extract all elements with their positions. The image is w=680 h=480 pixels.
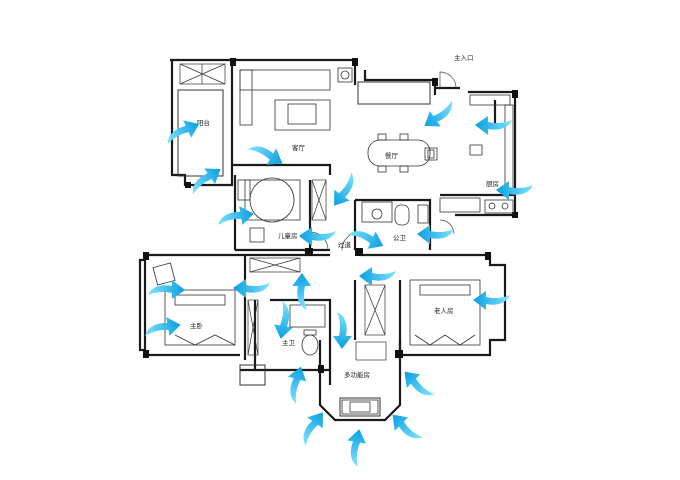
airflow-arrow-icon [271,300,297,341]
airflow-arrow-icon [326,170,364,212]
airflow-arrow-icon [343,427,369,468]
airflow-arrow-icon [292,273,311,310]
furniture [152,63,514,415]
airflow-arrow-icon [293,406,331,448]
room-labels: 主入口 阳台 客厅 餐厅 厨房 儿童房 过道 公卫 主卧 主卫 老人房 多功能房 [190,53,499,379]
airflow-arrow-icon [333,312,352,349]
pillars [143,58,518,373]
label-kids-room: 儿童房 [278,231,298,240]
label-entrance: 主入口 [454,53,474,62]
airflow-arrow-icon [419,97,461,135]
label-master-bath: 主卫 [282,338,296,347]
label-balcony: 阳台 [197,118,210,127]
label-master-bedroom: 主卧 [190,321,204,330]
label-public-bath: 公卫 [393,234,407,242]
airflow-arrow-icon [233,279,270,298]
airflow-arrow-icon [345,221,388,255]
airflow-arrows [142,97,533,468]
label-corridor: 过道 [338,240,352,249]
airflow-arrow-icon [359,267,396,286]
label-multi-room: 多功能房 [344,370,370,379]
airflow-arrow-icon [417,225,454,244]
walls [138,58,517,422]
label-kitchen: 厨房 [486,179,499,188]
label-living: 客厅 [292,143,306,152]
airflow-arrow-icon [299,227,336,246]
airflow-arrow-icon [397,365,438,405]
airflow-arrow-icon [142,314,183,340]
airflow-arrow-icon [184,160,226,198]
label-dining: 餐厅 [385,151,399,160]
label-elder-room: 老人房 [434,306,454,315]
airflow-arrow-icon [475,116,512,135]
